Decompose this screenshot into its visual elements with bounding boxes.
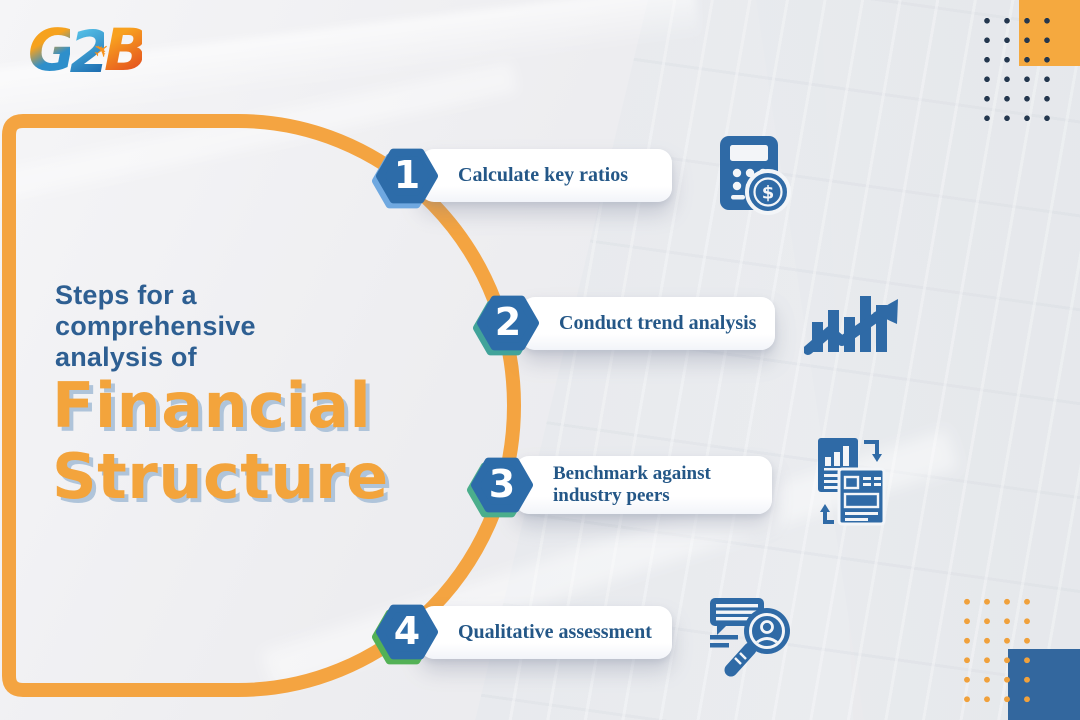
step-1-number: 1 [393, 152, 421, 197]
step-3-label: Benchmark against industry peers [553, 463, 711, 506]
main-title-line-2: Structure [52, 440, 389, 513]
main-title: Financial Structure [52, 370, 389, 512]
step-3-badge: 3 [462, 445, 542, 525]
step-2-pill: Conduct trend analysis [521, 297, 775, 350]
step-4-pill: Qualitative assessment [420, 606, 672, 659]
step-2-label: Conduct trend analysis [559, 312, 757, 334]
magnifier-person-icon [710, 598, 790, 677]
calculator-dollar-icon: $ [720, 136, 791, 215]
intro-line-2: comprehensive [55, 311, 256, 341]
step-3-pill: Benchmark against industry peers [515, 456, 772, 514]
step-3-number: 3 [488, 461, 516, 506]
logo-letter-g: G [28, 16, 76, 84]
step-2-number: 2 [494, 299, 522, 344]
intro-title: Steps for a comprehensive analysis of [55, 280, 256, 373]
benchmark-documents-icon [818, 438, 886, 526]
step-4-label: Qualitative assessment [458, 621, 652, 643]
step-4-badge: 4 [367, 592, 447, 672]
trend-chart-arrow-icon [804, 296, 898, 355]
step-4-number: 4 [393, 608, 421, 653]
main-title-line-1: Financial [52, 369, 372, 442]
step-1-badge: 1 [367, 136, 447, 216]
hexagon-shape [372, 604, 438, 665]
step-1-label: Calculate key ratios [458, 164, 628, 186]
g2b-logo: G2B ✈ [28, 16, 148, 86]
intro-line-3: analysis of [55, 342, 197, 372]
intro-line-1: Steps for a [55, 280, 197, 310]
dollar-symbol: $ [762, 183, 775, 204]
hexagon-shape [372, 148, 438, 209]
step-1-pill: Calculate key ratios [420, 149, 672, 202]
step-2-badge: 2 [468, 283, 548, 363]
